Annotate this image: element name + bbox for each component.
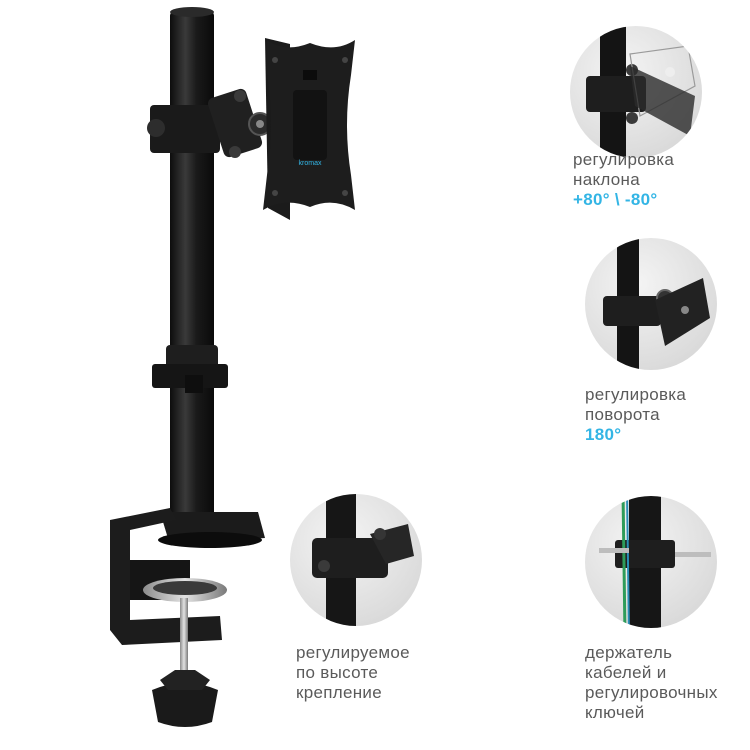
vesa-plate-image: kromax [263, 40, 355, 210]
cable-holder-detail-icon [585, 496, 717, 628]
cable-caption-line-1: держатель [585, 643, 673, 662]
cable-caption-line-2: кабелей и [585, 663, 667, 682]
brand-logo: kromax [299, 160, 322, 167]
cable-caption: держатель кабелей и регулировочных ключе… [585, 643, 718, 723]
height-clamp-detail-icon [290, 494, 422, 626]
tilt-angle-value: +80° \ -80° [573, 190, 658, 209]
cable-caption-line-4: ключей [585, 703, 645, 722]
height-caption: регулируемое по высоте крепление [296, 643, 410, 703]
tilt-caption-line-1: регулировка [573, 150, 675, 169]
height-caption-line-3: крепление [296, 683, 382, 702]
swivel-caption: регулировка поворота 180° [585, 385, 686, 445]
cable-caption-line-3: регулировочных [585, 683, 718, 702]
height-caption-line-2: по высоте [296, 663, 379, 682]
tilt-caption-line-2: наклона [573, 170, 640, 189]
swivel-caption-line-1: регулировка [585, 385, 687, 404]
tilt-detail-icon [570, 26, 702, 158]
swivel-angle-value: 180° [585, 425, 622, 444]
swivel-caption-line-2: поворота [585, 405, 660, 424]
tilt-caption: регулировка наклона +80° \ -80° [573, 150, 674, 210]
swivel-detail-icon [585, 238, 717, 370]
height-caption-line-1: регулируемое [296, 643, 410, 662]
